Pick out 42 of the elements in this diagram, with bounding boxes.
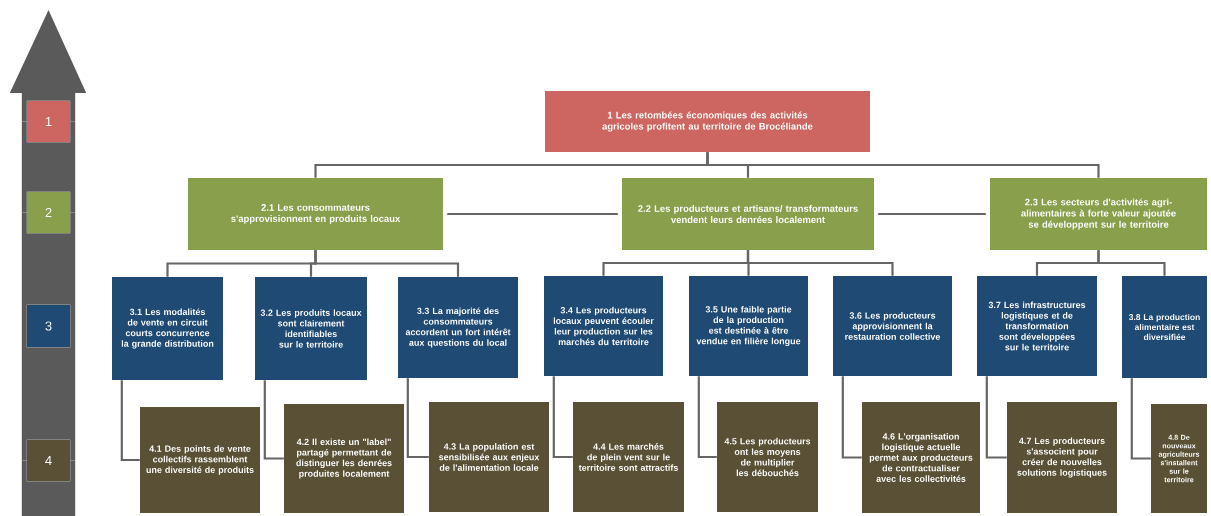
objective-box: 2.3 Les secteurs d'activités agri-alimentaires à forte valeur ajoutée se développent sur le territoire <box>990 178 1207 250</box>
objective-box: 3.8 La production alimentaire est diversifiée <box>1122 276 1207 378</box>
connector-line <box>447 212 618 216</box>
objective-box: 4.3 La population est sensibilisée aux enjeux de l'alimentation locale <box>429 402 549 512</box>
objective-box: 3.7 Les infrastructures logistiques et de transformation sont développées sur le territoire <box>977 276 1097 376</box>
connector-line <box>406 378 429 459</box>
objective-box: 3.5 Une faible partie de la production est destinée à être vendue en filière longue <box>689 276 808 376</box>
connector-line <box>314 250 460 277</box>
connector-line <box>985 376 1007 459</box>
connector-line <box>841 376 862 459</box>
connector-line <box>878 212 986 216</box>
objective-box: 4.2 Il existe un "label" partagé permettant de distinguer les denrées produites localement <box>284 404 404 513</box>
objective-box: 3.4 Les producteurs locaux peuvent écouler leur production sur les marchés du territoire <box>544 276 663 376</box>
connector-line <box>706 152 1100 178</box>
level-badge: 3 <box>27 305 70 347</box>
objective-box: 4.4 Les marchés de plein vent sur le territoire sont attractifs <box>573 402 684 512</box>
objective-box: 2.1 Les consommateurs s'approvisionnent en produits locaux <box>188 178 443 250</box>
arrow-segment <box>21 121 76 213</box>
objective-box: 4.7 Les producteurs s'associent pour créer de nouvelles solutions logistiques <box>1007 402 1117 513</box>
connector-line <box>1130 378 1151 460</box>
level-badge: 1 <box>27 101 70 142</box>
arrow-segment <box>9 10 87 122</box>
connector-line <box>263 380 284 460</box>
arrow-segment <box>21 326 76 461</box>
connector-line <box>552 376 573 459</box>
arrow-segment <box>21 460 76 516</box>
objective-box: 3.1 Les modalités de vente en circuit courts concurrence la grande distribution <box>112 277 223 380</box>
objective-box: 4.1 Des points de vente collectifs rassemblent une diversité de produits <box>140 407 260 513</box>
level-badge: 2 <box>27 192 70 233</box>
connector-line <box>1097 250 1166 276</box>
connector-line <box>697 376 717 459</box>
objective-box: 4.6 L'organisation logistique actuelle permet aux producteurs de contractualiser avec les collectivités <box>862 402 980 513</box>
connector-line <box>746 250 894 276</box>
objective-box: 3.6 Les producteurs approvisionnent la restauration collective <box>833 276 952 376</box>
objective-box: 3.2 Les produits locaux sont clairement identifiables sur le territoire <box>255 277 367 380</box>
level-badge: 4 <box>27 440 70 481</box>
objective-box: 1 Les retombées économiques des activités agricoles profitent au territoire de Brocéliande <box>545 91 870 152</box>
objective-box: 2.2 Les producteurs et artisans/ transformateurs vendent leurs denrées localement <box>622 178 874 250</box>
connector-line <box>120 380 140 462</box>
objective-box: 3.3 La majorité des consommateurs accordent un fort intérêt aux questions du local <box>398 277 518 378</box>
arrow-segment <box>21 212 76 326</box>
objective-box: 4.5 Les producteurs ont les moyens de multiplier les débouchés <box>717 402 818 512</box>
